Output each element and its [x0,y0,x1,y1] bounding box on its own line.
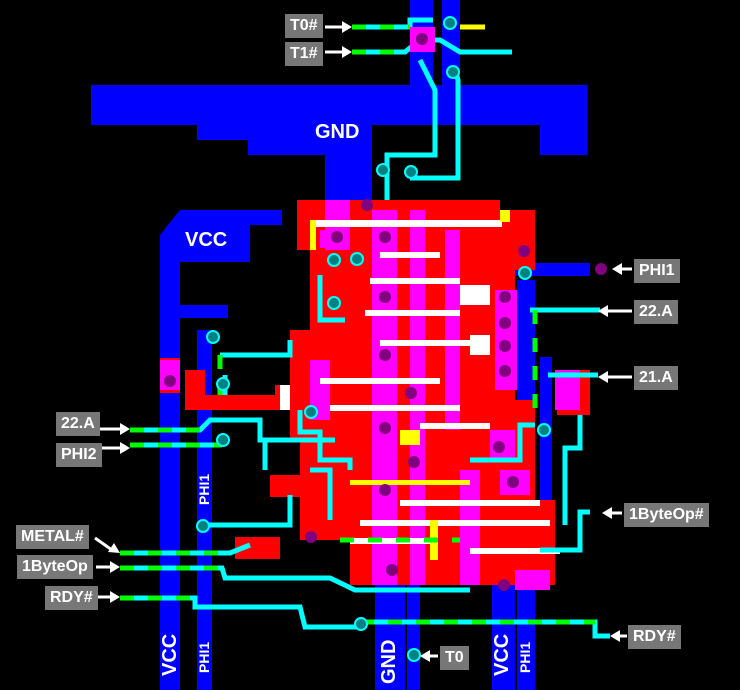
label-phi2-left: PHI2 [56,443,102,467]
contact-layer [164,27,607,591]
label-gnd-top: GND [315,121,360,143]
gnd-bottom-rail [375,585,405,690]
label-t0-hash: T0# [285,14,323,38]
label-vcc-top: VCC [185,229,228,251]
diffusion-layer [160,200,590,590]
rail-label-vcc-bottom: VCC [491,633,513,676]
label-1byteop-hash-right: 1ByteOp# [624,503,709,527]
label-rdy-hash-right: RDY# [628,625,681,649]
vcc-metal [160,210,282,690]
via-layer [196,16,551,662]
rail-label-phi1-left-bottom: PHI1 [196,641,212,673]
label-22a-left: 22.A [56,412,100,436]
label-t0-bottom: T0 [440,646,469,670]
rail-label-gnd-bottom: GND [378,639,400,684]
label-21a-right: 21.A [634,366,678,390]
label-phi1-right: PHI1 [634,259,680,283]
label-arrows [94,21,632,662]
label-t1-hash: T1# [285,42,323,66]
rail-label-phi1-bottom: PHI1 [517,641,533,673]
gnd-metal [91,85,587,200]
wire-layer [120,17,610,639]
label-metal-hash-left: METAL# [16,525,89,549]
vcc-bottom-rail [492,580,515,690]
label-22a-right: 22.A [634,300,678,324]
label-rdy-hash-left: RDY# [45,586,98,610]
rail-label-phi1-left-mid: PHI1 [196,473,212,505]
rail-label-vcc-left: VCC [159,633,181,676]
label-1byteop-left: 1ByteOp [17,555,93,579]
